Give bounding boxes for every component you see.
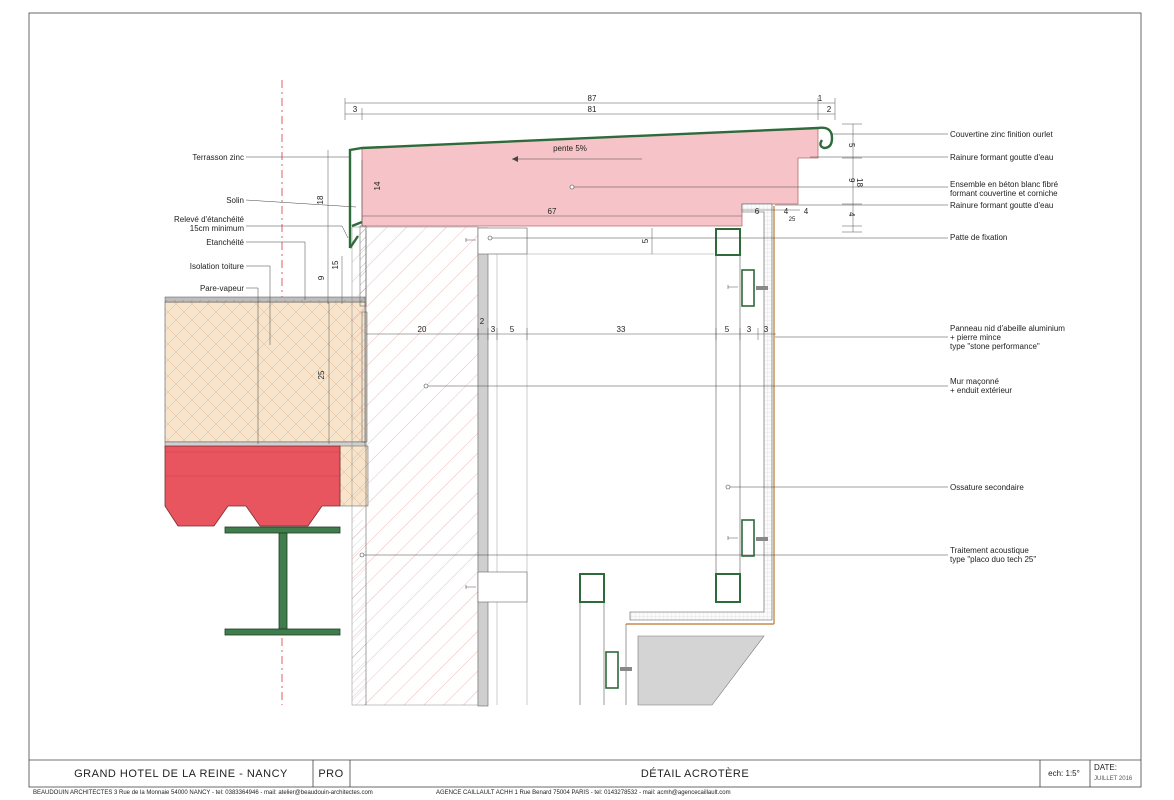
- bolt-icon: [620, 286, 768, 671]
- date-value: JUILLET 2016: [1094, 776, 1133, 782]
- dim-3-row-b: 3: [747, 325, 752, 334]
- bracket-clip: [605, 269, 755, 689]
- sheet-frame: [28, 12, 1142, 788]
- leader-dot: [359, 184, 731, 558]
- dim-5-row-b: 5: [725, 325, 730, 334]
- dim-18-left: 18: [316, 195, 325, 204]
- label-rainure-1: Rainure formant goutte d'eau: [950, 153, 1053, 162]
- secondary-framing: [579, 228, 741, 603]
- title-block: [29, 759, 1141, 787]
- label-isolation-toiture: Isolation toiture: [190, 262, 245, 271]
- dim-4b: 4: [804, 207, 809, 216]
- fixing-plate: [477, 227, 528, 255]
- dim-6: 6: [755, 207, 760, 216]
- label-solin: Solin: [226, 196, 244, 205]
- dim-33: 33: [617, 325, 626, 334]
- upstand-membrane: [359, 225, 367, 307]
- soffit-block: [637, 635, 765, 706]
- honeycomb-panel: [626, 203, 775, 625]
- dim-4-right: 4: [847, 212, 856, 217]
- concrete-slab: [164, 445, 341, 527]
- dim-87: 87: [588, 94, 597, 103]
- label-patte-fixation: Patte de fixation: [950, 233, 1007, 242]
- dim-9-left: 9: [317, 275, 326, 280]
- dim-14: 14: [373, 181, 382, 190]
- dim-20: 20: [418, 325, 427, 334]
- project-name: GRAND HOTEL DE LA REINE - NANCY: [74, 768, 288, 780]
- drawing-scale: ech: 1:5°: [1048, 769, 1080, 778]
- label-rainure-2: Rainure formant goutte d'eau: [950, 201, 1053, 210]
- label-panneau-3: type "stone performance": [950, 342, 1040, 351]
- label-mur-1: Mur maçonné: [950, 377, 999, 386]
- roof-insulation: [164, 296, 369, 507]
- steel-i-beam: [224, 526, 341, 636]
- dim-3-row-c: 3: [764, 325, 769, 334]
- project-phase: PRO: [318, 768, 343, 780]
- dim-18-right: 18: [855, 178, 864, 187]
- dim-2-row: 2: [480, 317, 485, 326]
- label-ensemble-2: formant couvertine et corniche: [950, 189, 1058, 198]
- slope-arrow-head: [512, 156, 518, 162]
- label-mur-2: + enduit extérieur: [950, 386, 1012, 395]
- dim-2-top: 2: [827, 105, 832, 114]
- label-ensemble-1: Ensemble en béton blanc fibré: [950, 180, 1059, 189]
- dimension-lines: [327, 98, 862, 444]
- dim-5-row-a: 5: [510, 325, 515, 334]
- label-releve-2: 15cm minimum: [190, 224, 245, 233]
- label-panneau-1: Panneau nid d'abeille aluminium: [950, 324, 1065, 333]
- screw-icon: [465, 238, 738, 589]
- label-traitement-1: Traitement acoustique: [950, 546, 1029, 555]
- dim-3-top: 3: [353, 105, 358, 114]
- dim-3-row-a: 3: [491, 325, 496, 334]
- label-etancheite: Etanchéité: [206, 238, 244, 247]
- label-couvertine: Couvertine zinc finition ourlet: [950, 130, 1053, 139]
- label-panneau-2: + pierre mince: [950, 333, 1001, 342]
- leader-lines: [245, 133, 948, 556]
- label-ossature: Ossature secondaire: [950, 483, 1024, 492]
- dim-5-right: 5: [847, 143, 856, 148]
- label-traitement-2: type "placo duo tech 25": [950, 555, 1036, 564]
- label-releve-1: Relevé d'étanchéité: [174, 215, 245, 224]
- date-label: DATE:: [1094, 763, 1117, 772]
- fixing-plate: [477, 571, 528, 603]
- dim-81: 81: [588, 105, 597, 114]
- dim-1: 1: [818, 94, 823, 103]
- stud-wall: [477, 227, 489, 707]
- slope-text: pente 5%: [553, 144, 587, 153]
- dim-9-right: 9: [847, 178, 856, 183]
- zinc-flashing: [348, 126, 834, 249]
- dim-15-left: 15: [331, 260, 340, 269]
- concrete-coping: [361, 127, 819, 227]
- masonry-wall: [351, 226, 479, 706]
- label-pare-vapeur: Pare-vapeur: [200, 284, 244, 293]
- footer-firm-2: AGENCE CAILLAULT ACHH 1 Rue Benard 75004…: [436, 790, 731, 796]
- dim-5-patte: 5: [641, 238, 650, 243]
- facade-joint: [361, 311, 368, 443]
- dim-25-small: 25: [789, 217, 796, 223]
- footer-firm-1: BEAUDOUIN ARCHITECTES 3 Rue de la Monnai…: [33, 790, 373, 796]
- label-terrasson-zinc: Terrasson zinc: [192, 153, 244, 162]
- dim-4a: 4: [784, 207, 789, 216]
- dim-67: 67: [548, 207, 557, 216]
- drawing-title: DÉTAIL ACROTÈRE: [641, 767, 749, 780]
- dim-25-left: 25: [317, 370, 326, 379]
